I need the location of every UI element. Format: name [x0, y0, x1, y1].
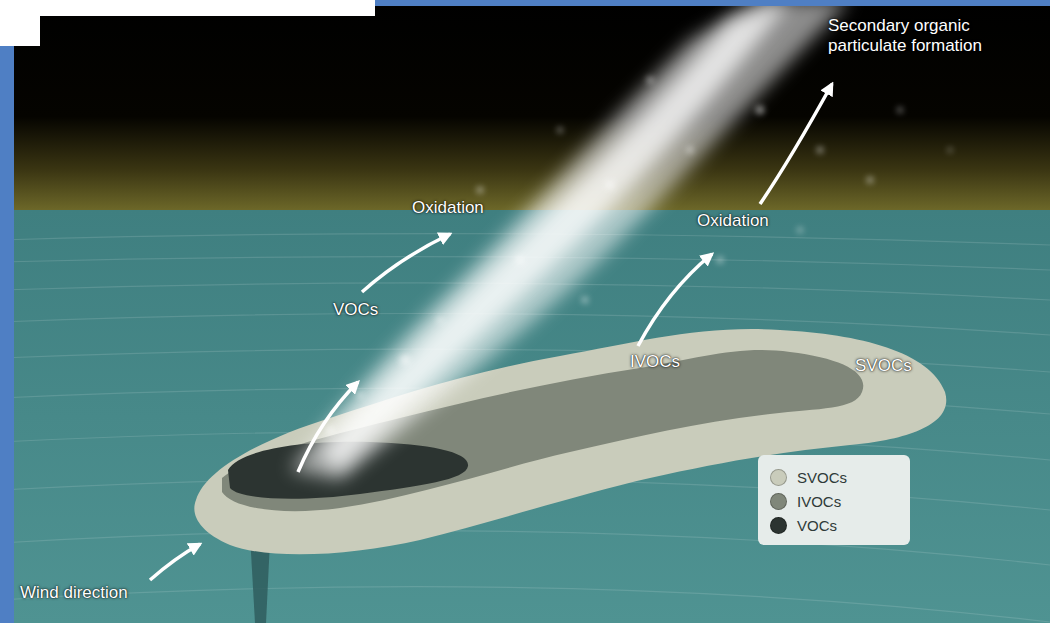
process-label: Oxidation — [412, 198, 484, 218]
caption-text: Secondary organic particulate formation — [828, 16, 1033, 56]
compound-label: IVOCs — [630, 352, 680, 372]
slide-frame — [375, 0, 1050, 6]
slide-frame — [0, 16, 40, 46]
process-label: Oxidation — [697, 211, 769, 231]
svoc-region — [194, 329, 946, 554]
legend-row: SVOCs — [770, 465, 900, 489]
legend-swatch — [770, 469, 787, 486]
evaporation-plume — [290, 0, 952, 480]
compound-label: VOCs — [333, 300, 378, 320]
slide-frame — [0, 46, 14, 623]
wind-label: Wind direction — [20, 583, 128, 603]
legend-row: IVOCs — [770, 489, 900, 513]
night-sky — [0, 0, 1050, 212]
legend-text: IVOCs — [797, 493, 841, 510]
leader-arrows — [150, 84, 832, 580]
legend-text: VOCs — [797, 517, 837, 534]
slide-frame — [0, 0, 375, 16]
compound-label: SVOCs — [855, 356, 912, 376]
legend-swatch — [770, 493, 787, 510]
legend-row: VOCs — [770, 513, 900, 537]
legend-text: SVOCs — [797, 469, 847, 486]
legend-swatch — [770, 517, 787, 534]
legend-box: SVOCsIVOCsVOCs — [758, 455, 910, 545]
